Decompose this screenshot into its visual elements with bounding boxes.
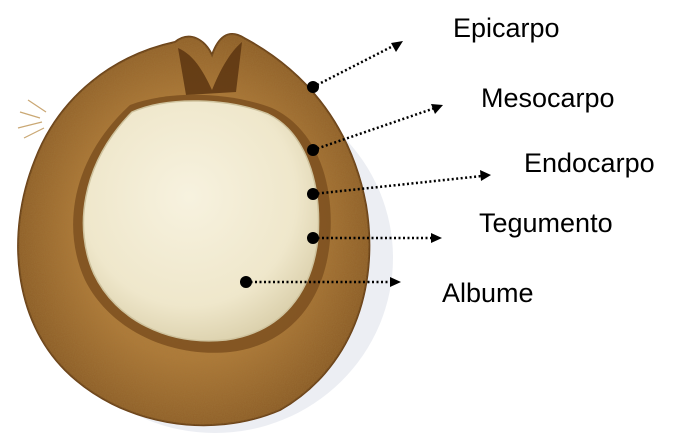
label-tegumento: Tegumento xyxy=(479,210,613,237)
husk-fibres xyxy=(18,100,46,138)
label-mesocarpo: Mesocarpo xyxy=(481,85,615,112)
kernel xyxy=(83,101,318,341)
pointer-epicarpo xyxy=(307,41,403,93)
label-epicarpo: Epicarpo xyxy=(453,15,560,42)
label-endocarpo: Endocarpo xyxy=(524,150,655,177)
label-albume: Albume xyxy=(442,280,534,307)
